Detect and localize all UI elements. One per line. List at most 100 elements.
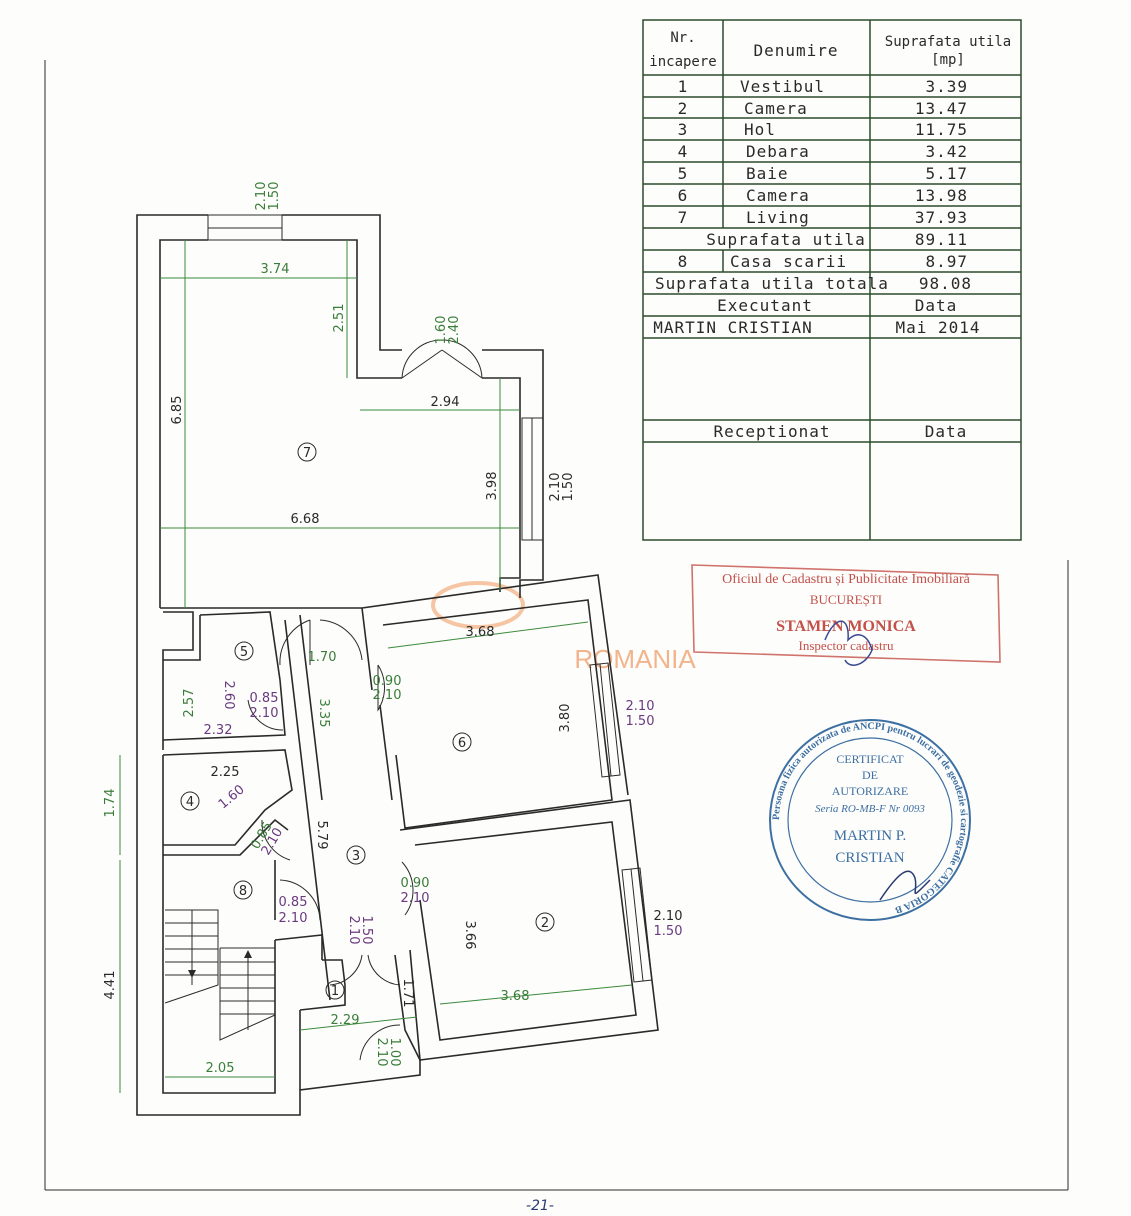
row-name: Hol bbox=[744, 120, 776, 139]
room-marker-hall: 3 bbox=[346, 845, 366, 865]
header-area: Suprafata utila bbox=[885, 34, 1011, 50]
opening-height: 2.10 bbox=[401, 891, 430, 906]
row-nr: 3 bbox=[678, 120, 689, 139]
signature-icon bbox=[824, 620, 873, 666]
stairs bbox=[164, 909, 276, 1041]
row-name: Casa scarii bbox=[730, 252, 847, 271]
dim-label: 2.51 bbox=[332, 304, 347, 333]
stair-door-label: 0.85 2.10 bbox=[279, 895, 308, 926]
opening-width: 2.10 bbox=[654, 909, 683, 924]
room6-door-label: 0.90 2.10 bbox=[373, 674, 402, 703]
total-value: 98.08 bbox=[919, 274, 972, 293]
stamp-line: CERTIFICAT bbox=[836, 752, 904, 766]
room-number: 5 bbox=[240, 645, 248, 660]
opening-width: 0.90 bbox=[401, 876, 430, 891]
header-area-unit: [mp] bbox=[931, 52, 965, 68]
room-number: 8 bbox=[239, 884, 247, 899]
dim-label: 3.68 bbox=[501, 989, 530, 1004]
room-marker-stair: 8 bbox=[233, 880, 253, 900]
room-markers: 7 5 6 4 3 8 2 1 bbox=[180, 442, 555, 1000]
opening-width: 2.10 bbox=[626, 699, 655, 714]
signature-icon bbox=[879, 870, 931, 901]
dim-label: 2.57 bbox=[182, 689, 197, 718]
opening-height: 2.10 bbox=[250, 706, 279, 721]
row-area: 37.93 bbox=[915, 208, 968, 227]
row-name: Baie bbox=[746, 164, 789, 183]
room-marker-room2: 2 bbox=[535, 912, 555, 932]
stamp-line: AUTORIZARE bbox=[832, 784, 908, 798]
top-window-label: 2.10 1.50 bbox=[254, 182, 282, 211]
row-nr: 8 bbox=[678, 252, 689, 271]
room-number: 4 bbox=[186, 795, 194, 810]
dim-label: 6.85 bbox=[170, 396, 185, 425]
row-area: 13.47 bbox=[915, 99, 968, 118]
header-name: Denumire bbox=[753, 41, 838, 60]
room-marker-bath: 5 bbox=[234, 641, 254, 661]
dim-label: 3.98 bbox=[485, 472, 500, 501]
row-name: Camera bbox=[744, 99, 808, 118]
stamp-line: Inspector cadastru bbox=[799, 638, 894, 653]
date-label: Data bbox=[915, 296, 958, 315]
room2-window-label: 2.10 1.50 bbox=[654, 909, 683, 939]
header-nr: Nr. bbox=[670, 30, 695, 46]
living-window-label: 2.10 1.50 bbox=[548, 473, 576, 502]
stamp-line: Oficiul de Cadastru și Publicitate Imobi… bbox=[722, 572, 970, 587]
room-marker-vestibule: 1 bbox=[325, 980, 345, 1000]
bath-door-label: 0.85 2.10 bbox=[250, 691, 279, 721]
opening-labels: 2.10 1.50 1.60 2.40 2.10 1.50 0.90 2.10 … bbox=[248, 182, 682, 1067]
opening-height: 2.10 bbox=[374, 1038, 389, 1067]
dim-label: 1.60 bbox=[216, 782, 248, 812]
stamp-line: DE bbox=[862, 768, 878, 782]
dim-label: 2.25 bbox=[211, 765, 240, 780]
received-label: Receptionat bbox=[714, 422, 831, 441]
stamp-ring-text: Persoana fizica autorizata de ANCPI pent… bbox=[771, 721, 969, 915]
row-area: 11.75 bbox=[915, 120, 968, 139]
opening-width: 1.50 bbox=[359, 916, 374, 945]
area-table: Nr. incapere Denumire Suprafata utila [m… bbox=[642, 19, 1022, 541]
opening-height: 2.10 bbox=[346, 916, 361, 945]
opening-width: 0.85 bbox=[279, 895, 308, 910]
opening-width: 2.10 bbox=[254, 182, 269, 211]
row-name: Camera bbox=[746, 186, 810, 205]
stamp-line: CRISTIAN bbox=[835, 850, 904, 866]
opening-width: 1.00 bbox=[387, 1038, 402, 1067]
subtotal-value: 89.11 bbox=[915, 230, 968, 249]
row-name: Living bbox=[746, 208, 810, 227]
opening-height: 1.50 bbox=[626, 714, 655, 729]
dim-label: 2.29 bbox=[331, 1013, 360, 1028]
dim-label: 3.80 bbox=[558, 704, 573, 733]
row-nr: 2 bbox=[678, 99, 689, 118]
room6-window-label: 2.10 1.50 bbox=[626, 699, 655, 729]
cadastre-stamp: Oficiul de Cadastru și Publicitate Imobi… bbox=[691, 564, 1001, 666]
table-row: 3 Hol 11.75 bbox=[678, 120, 968, 139]
opening-width: 2.10 bbox=[548, 473, 563, 502]
dim-label: 1.74 bbox=[103, 789, 118, 818]
executant-label: Executant bbox=[717, 296, 813, 315]
opening-height: 1.50 bbox=[267, 182, 282, 211]
header-nr-sub: incapere bbox=[649, 54, 716, 70]
table-row-stair: 8 Casa scarii 8.97 bbox=[678, 252, 967, 271]
row-area: 13.98 bbox=[915, 186, 968, 205]
dim-label: 2.60 bbox=[221, 681, 236, 710]
dimension-lines bbox=[119, 240, 633, 1093]
subtotal-label: Suprafata utila bbox=[706, 230, 866, 249]
dim-label: 5.79 bbox=[314, 821, 329, 850]
opening-width: 0.85 bbox=[250, 691, 279, 706]
row-nr: 5 bbox=[678, 164, 689, 183]
authorization-stamp: Persoana fizica autorizata de ANCPI pent… bbox=[769, 719, 971, 921]
dim-label: 2.32 bbox=[204, 723, 233, 738]
row-nr: 1 bbox=[678, 77, 689, 96]
svg-text:Persoana fizica autorizata de: Persoana fizica autorizata de ANCPI pent… bbox=[771, 721, 969, 915]
stamp-line: MARTIN P. bbox=[834, 828, 906, 844]
room-marker-room6: 6 bbox=[452, 732, 472, 752]
living-door-label: 1.60 2.40 bbox=[434, 316, 462, 345]
row-name: Debara bbox=[746, 142, 810, 161]
room-number: 2 bbox=[541, 916, 549, 931]
room-number: 3 bbox=[352, 849, 360, 864]
total-label: Suprafata utila totala bbox=[655, 274, 889, 293]
opening-width: 1.60 bbox=[434, 316, 449, 345]
table-row: 7 Living 37.93 bbox=[678, 208, 968, 227]
row-nr: 7 bbox=[678, 208, 689, 227]
